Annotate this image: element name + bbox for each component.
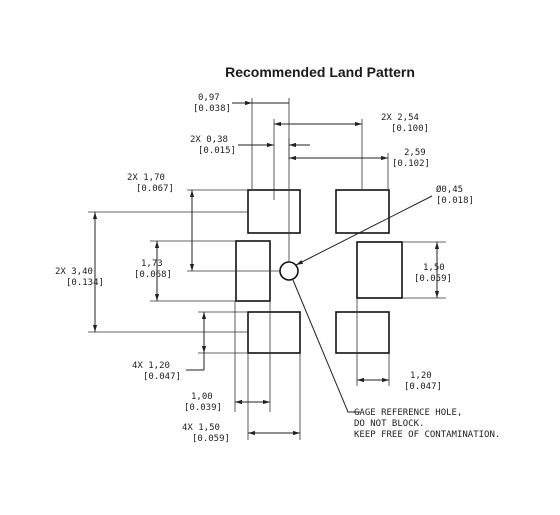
dim-097: 0,97 [198,93,220,103]
dim-340: 2X 3,40 [55,267,93,277]
dim-097-inch: [0.038] [193,104,231,114]
note-line-2: DO NOT BLOCK. [354,419,424,429]
gage-reference-hole [279,261,299,281]
note-line-3: KEEP FREE OF CONTAMINATION. [354,430,500,440]
dim-120-right-inch: [0.047] [404,382,442,392]
dim-259-inch: [0.102] [392,159,430,169]
dim-150-right-inch: [0.059] [414,274,452,284]
dim-038: 2X 0,38 [190,135,228,145]
pad-bottom-left [247,311,301,354]
dim-120-left: 4X 1,20 [132,361,170,371]
dim-120-left-inch: [0.047] [143,372,181,382]
dim-038-inch: [0.015] [198,146,236,156]
pad-bottom-right [335,311,390,354]
dim-340-inch: [0.134] [66,278,104,288]
pad-middle-right [356,241,403,299]
dim-170: 2X 1,70 [127,173,165,183]
dim-170-inch: [0.067] [136,184,174,194]
dim-254: 2X 2,54 [381,113,419,123]
dim-120-right: 1,20 [410,371,432,381]
dim-259: 2,59 [404,148,426,158]
dim-173-inch: [0.068] [134,270,172,280]
dim-173: 1,73 [141,259,163,269]
dim-045-inch: [0.018] [436,196,474,206]
dim-100: 1,00 [191,392,213,402]
dim-045: Ø0,45 [436,184,463,195]
dim-150-bottom-inch: [0.059] [192,434,230,444]
dim-100-inch: [0.039] [184,403,222,413]
diagram-title: Recommended Land Pattern [225,64,415,80]
dim-150-bottom: 4X 1,50 [182,423,220,433]
pad-top-right [335,189,390,234]
dim-150-right: 1,50 [423,263,445,273]
note-line-1: GAGE REFERENCE HOLE, [354,408,462,418]
dim-254-inch: [0.100] [391,124,429,134]
